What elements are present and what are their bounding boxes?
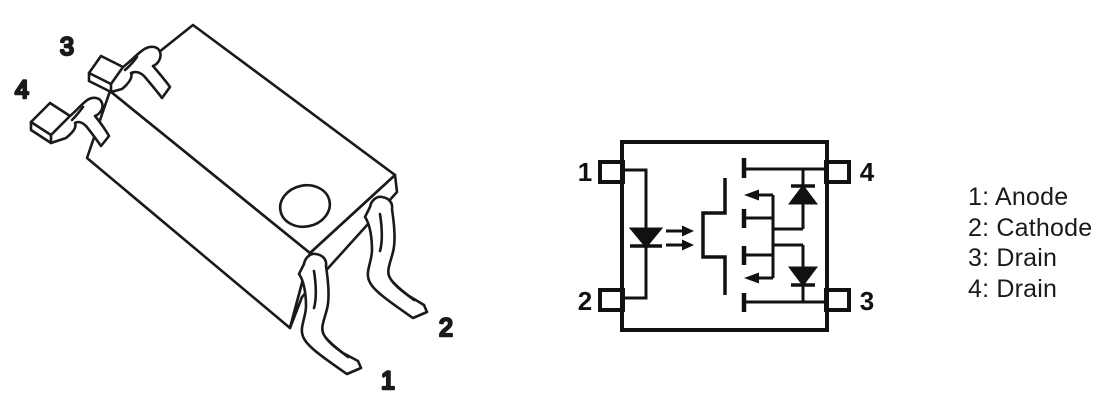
- pin-terminal-2: [598, 288, 625, 312]
- lead-pin3-bend-line: [123, 55, 139, 72]
- package-pin-label-2: 2: [439, 314, 453, 342]
- led-icon: [628, 227, 664, 249]
- source-node-wiring: [771, 195, 803, 278]
- diode-bottom-triangle: [788, 266, 818, 287]
- lead-pin2-bend-line: [378, 212, 384, 253]
- lead-pin4-foot-edges: [29, 114, 72, 145]
- light-arrows-icon: [666, 225, 694, 251]
- light-arrow-top-head: [682, 225, 694, 237]
- schematic-box: [620, 140, 829, 332]
- lead-pin2-foot-line: [390, 279, 416, 302]
- mosfet-bottom-body-arrowhead: [744, 272, 759, 284]
- package-pin-label-3: 3: [60, 33, 74, 61]
- diode-top-triangle: [788, 184, 818, 205]
- lead-pin3: [87, 45, 172, 100]
- lead-pin3-foot-edges: [87, 65, 125, 94]
- pin-legend: 1: Anode 2: Cathode 3: Drain 4: Drain: [968, 182, 1092, 304]
- lead-pin1: [297, 252, 363, 376]
- lead-pin1-bend-line: [312, 269, 318, 310]
- legend-line-drain4: 4: Drain: [968, 274, 1058, 303]
- package-drawing: 3 4 2 1: [14, 23, 454, 396]
- pin-terminal-1: [598, 160, 625, 184]
- lead-pin3-body: [87, 45, 172, 100]
- schematic-pin-label-4: 4: [860, 157, 875, 187]
- lead-pin4-bend-line: [70, 105, 85, 122]
- lead-pin2: [363, 195, 429, 320]
- legend-line-drain3: 3: Drain: [968, 244, 1058, 272]
- pin1-index-dimple: [278, 183, 332, 229]
- mosfet-top: [741, 158, 826, 228]
- schematic-pin-label-3: 3: [860, 286, 874, 316]
- led-triangle: [628, 227, 664, 249]
- mosfet-bottom: [741, 246, 826, 312]
- led-branch: [622, 168, 664, 300]
- legend-line-cathode: 2: Cathode: [968, 213, 1093, 242]
- schematic-pin-label-1: 1: [578, 157, 592, 187]
- pin-terminal-3: [824, 288, 851, 312]
- gate-electrode: [701, 178, 727, 295]
- schematic-pin-label-2: 2: [578, 286, 592, 316]
- body-diode-bottom: [788, 245, 818, 302]
- mosfet-top-body-arrowhead: [744, 189, 759, 201]
- lead-pin2-body: [363, 195, 429, 320]
- lead-pin1-foot-line: [324, 336, 350, 359]
- legend-line-anode: 1: Anode: [968, 183, 1069, 211]
- lead-pin1-body: [297, 252, 363, 376]
- body-diode-top: [788, 169, 818, 229]
- package-pin-label-4: 4: [15, 76, 29, 104]
- schematic-diagram: 1 2 4 3: [578, 140, 875, 332]
- light-arrow-bottom-head: [682, 239, 694, 251]
- lead-pin4: [29, 96, 111, 148]
- package-pin-label-1: 1: [381, 367, 395, 395]
- pin-terminal-4: [824, 160, 851, 184]
